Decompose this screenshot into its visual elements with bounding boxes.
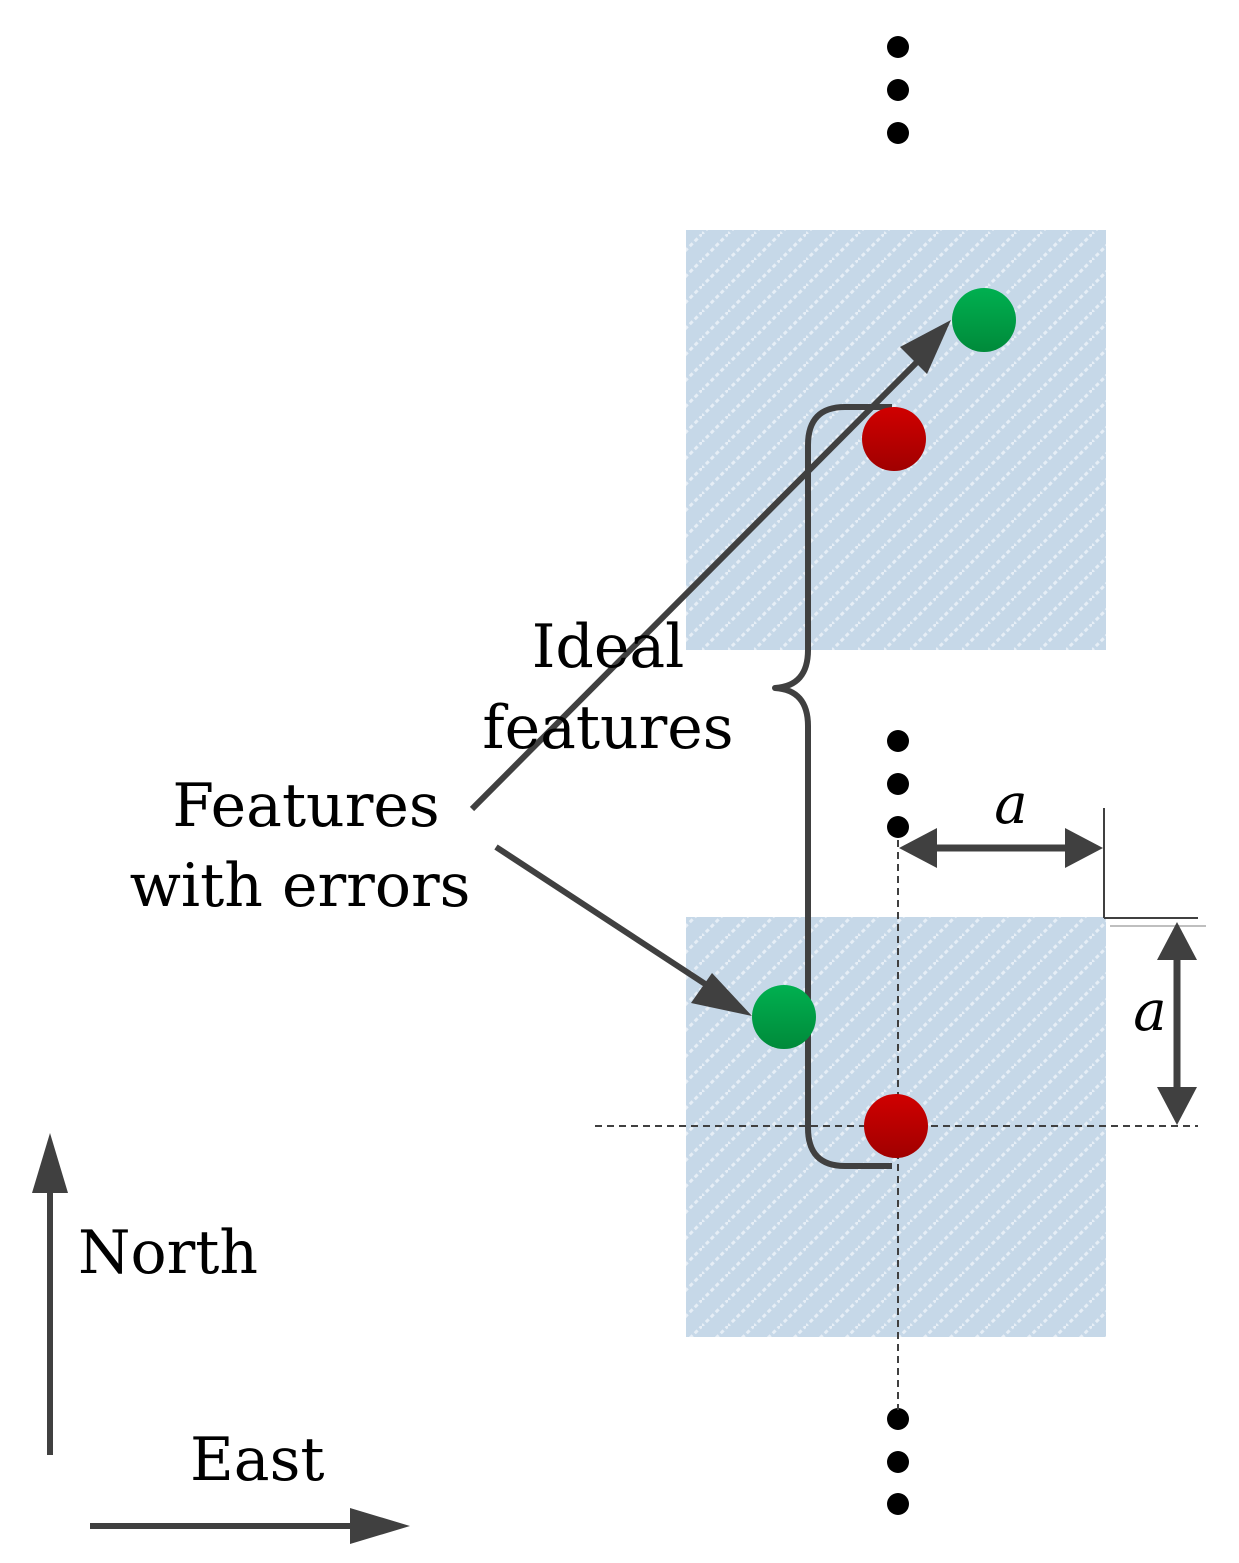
horizontal-spacing-arrow [899,828,1103,868]
ellipsis-middle [887,730,909,838]
error-feature-upper [952,288,1016,352]
pointer-arrow-upper [469,320,951,812]
north-arrow [32,1133,68,1455]
east-label: East [190,1425,324,1495]
pointer-arrow-lower [494,844,752,1016]
ideal-features-brace [772,404,892,1169]
error-features-label-line2: with errors [130,851,471,921]
vertical-spacing-arrow [1157,922,1197,1125]
ellipsis-top [887,36,909,144]
ideal-feature-lower [864,1094,928,1158]
ideal-features-label-line1: Ideal [532,612,685,682]
horizontal-spacing-label: a [994,772,1027,837]
ideal-features-label-line2: features [482,693,733,763]
north-label: North [78,1218,258,1288]
vertical-spacing-label: a [1133,979,1166,1044]
east-arrow [90,1508,410,1544]
ellipsis-bottom [887,1408,909,1515]
ideal-feature-upper [862,407,926,471]
error-features-label-line1: Features [172,771,439,841]
error-feature-lower [752,985,816,1049]
